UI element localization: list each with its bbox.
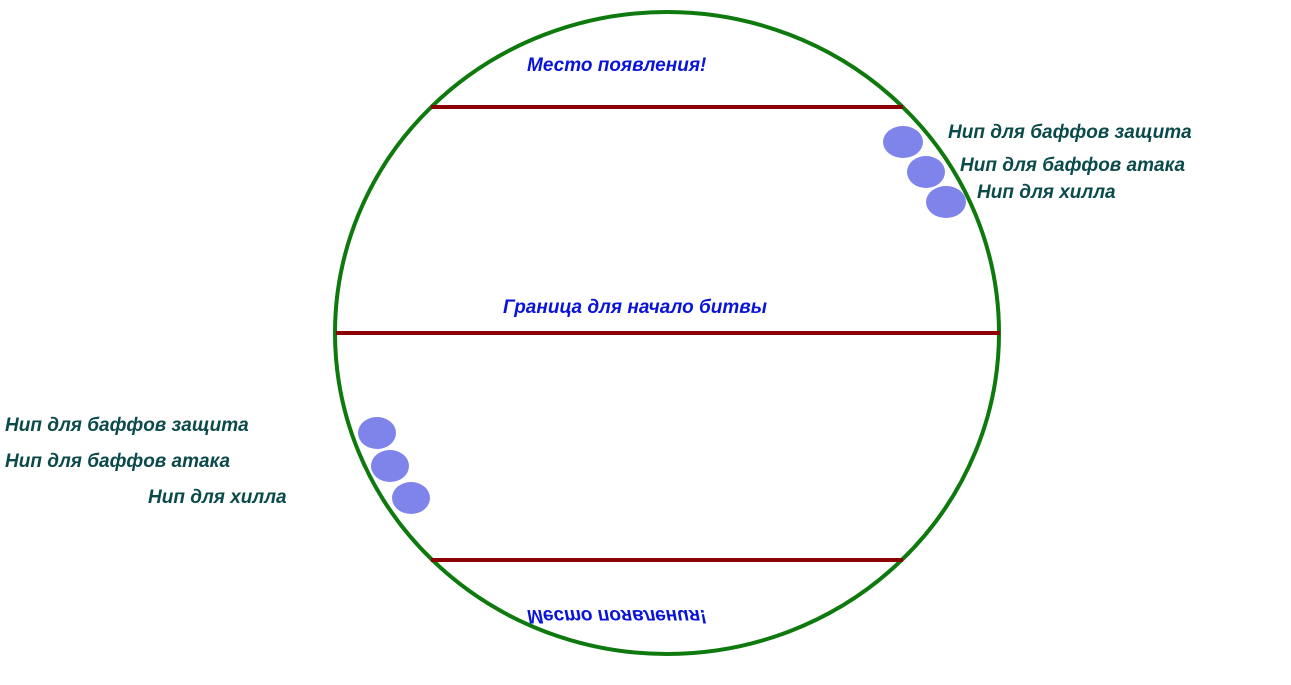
bottom-spawn-label: Место появления! [527,605,706,626]
top-spawn-label: Место появления! [527,55,706,76]
npc-defense-label-top-right: Нип для баффов защита [948,122,1192,143]
npc-attack-label-top-right: Нип для баффов атака [960,155,1185,176]
npc-defense-label-bottom-left: Нип для баффов защита [5,415,249,436]
npc-heal-marker-top-right [926,186,966,218]
npc-defense-marker-top-right [883,126,923,158]
npc-attack-marker-top-right [907,156,945,188]
npc-attack-marker-bottom-left [371,450,409,482]
npc-defense-marker-bottom-left [358,417,396,449]
npc-heal-marker-bottom-left [392,482,430,514]
npc-attack-label-bottom-left: Нип для баффов атака [5,451,230,472]
battle-line-label: Граница для начало битвы [503,297,767,318]
npc-heal-label-bottom-left: Нип для хилла [148,487,287,508]
npc-heal-label-top-right: Нип для хилла [977,182,1116,203]
